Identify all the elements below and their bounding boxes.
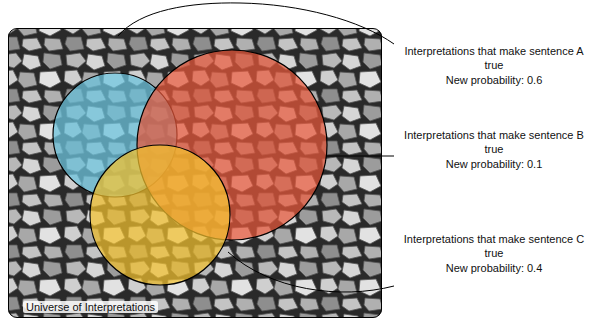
callout-text: Interpretations that make sentence B tru… [399,128,589,156]
leader-line [326,156,394,157]
gravel-photo [8,28,382,318]
callout-text: Interpretations that make sentence A tru… [399,44,589,72]
set-circle-c [90,145,230,285]
callout-text: New probability: 0.4 [399,261,589,275]
leader-line [228,252,394,292]
box-caption: Universe of Interpretations [23,301,158,313]
callout-text: Interpretations that make sentence C tru… [399,232,589,260]
leader-line [118,3,394,44]
universe-box: Universe of Interpretations [8,28,382,318]
callout-text: New probability: 0.6 [399,73,589,87]
callout-text: New probability: 0.1 [399,157,589,171]
